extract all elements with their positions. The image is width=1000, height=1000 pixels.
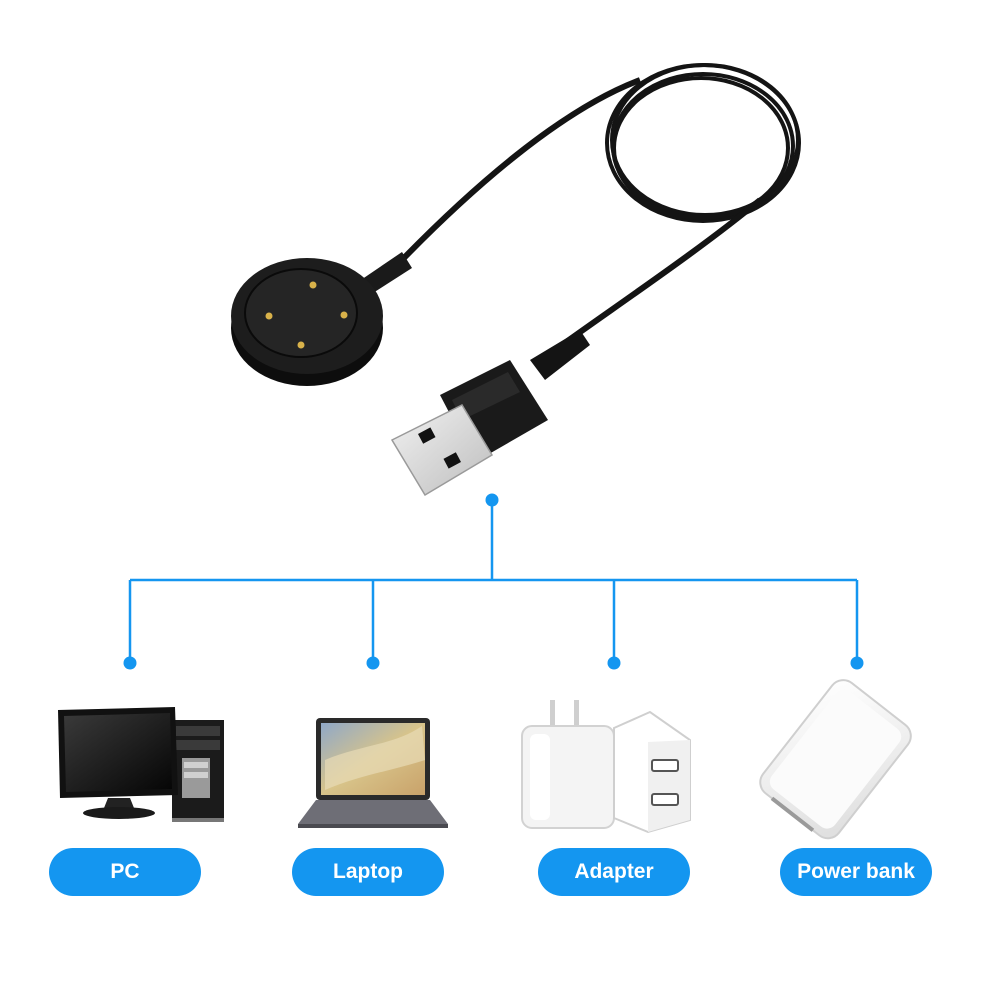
pogo-pin xyxy=(309,281,317,289)
device-label-text: PC xyxy=(110,860,140,883)
charging-cable xyxy=(231,63,801,497)
pogo-pin xyxy=(340,311,348,319)
connector-dot-pc xyxy=(123,656,137,670)
device-label-text: Power bank xyxy=(797,860,915,883)
connector-dot-adapter xyxy=(607,656,621,670)
wall-adapter-icon xyxy=(521,700,691,834)
device-label-laptop: Laptop xyxy=(292,848,444,896)
cable-segment-puck xyxy=(397,77,642,265)
device-label-adapter: Adapter xyxy=(538,848,690,896)
connector-lines xyxy=(128,500,859,662)
usb-connector xyxy=(390,330,590,497)
pogo-pin xyxy=(297,341,305,349)
device-label-text: Laptop xyxy=(333,860,403,883)
laptop-icon xyxy=(298,718,448,828)
cable-coil xyxy=(605,63,801,223)
connector-dot-laptop xyxy=(366,656,380,670)
device-label-text: Adapter xyxy=(574,860,654,883)
device-label-power-bank: Power bank xyxy=(780,848,932,896)
power-bank-icon xyxy=(759,679,912,840)
charging-puck xyxy=(231,258,383,386)
pogo-pin xyxy=(265,312,273,320)
connector-dot-power-bank xyxy=(850,656,864,670)
connector-dot-source xyxy=(485,493,499,507)
cable-segment-usb xyxy=(553,197,762,353)
desktop-computer-icon xyxy=(58,707,224,822)
device-label-pc: PC xyxy=(49,848,201,896)
